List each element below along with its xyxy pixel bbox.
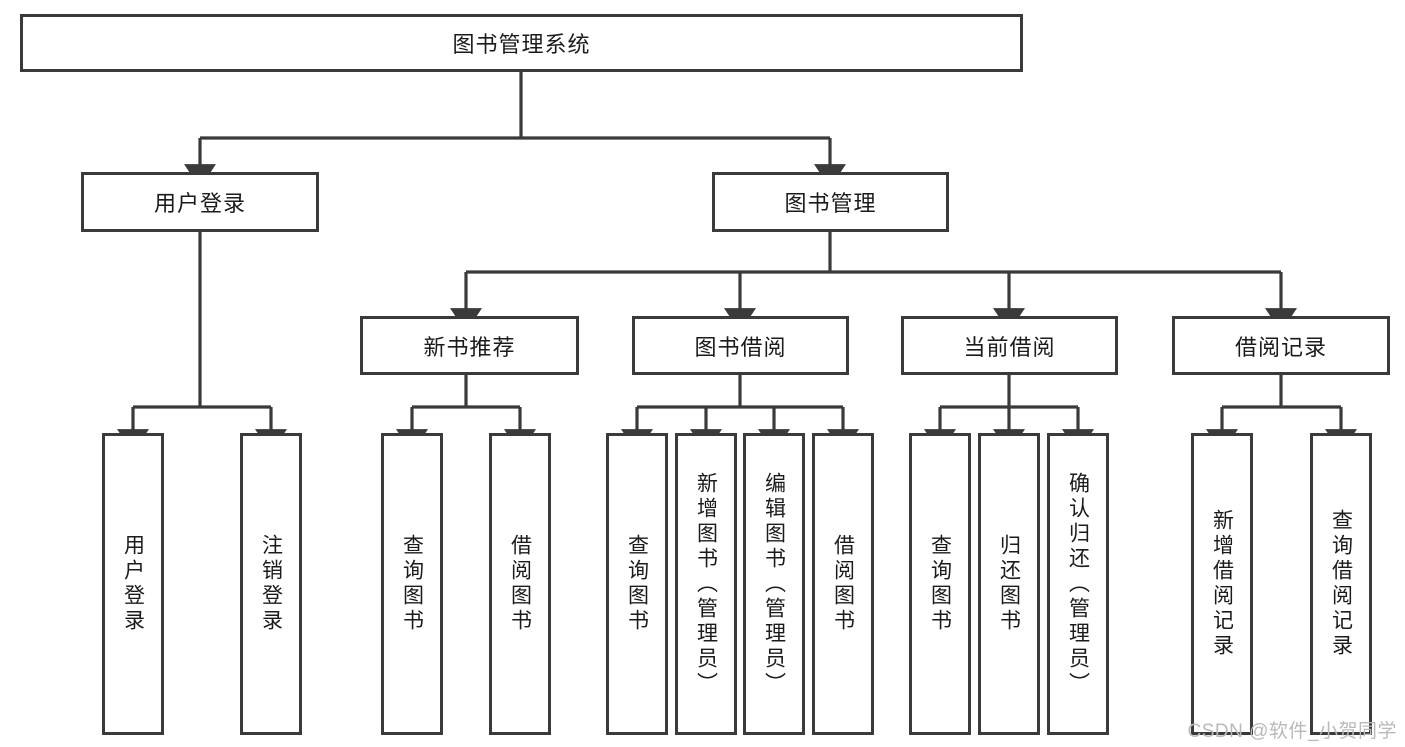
node-leaf-user-logout[interactable]: 注销登录 bbox=[240, 433, 302, 735]
node-current-borrow[interactable]: 当前借阅 bbox=[901, 316, 1118, 375]
node-leaf-borrow-book-1[interactable]: 借阅图书 bbox=[489, 433, 551, 735]
node-book-management-label: 图书管理 bbox=[784, 191, 877, 216]
node-root-label: 图书管理系统 bbox=[452, 32, 591, 57]
node-root[interactable]: 图书管理系统 bbox=[20, 14, 1023, 72]
node-user-login-label: 用户登录 bbox=[153, 191, 246, 216]
node-leaf-borrow-book-1-label: 借阅图书 bbox=[508, 534, 532, 634]
node-leaf-return-book[interactable]: 归还图书 bbox=[978, 433, 1040, 735]
node-book-borrow[interactable]: 图书借阅 bbox=[632, 316, 849, 375]
node-leaf-user-login-label: 用户登录 bbox=[121, 534, 145, 634]
node-leaf-query-book-1-label: 查询图书 bbox=[400, 534, 424, 634]
node-leaf-query-book-3[interactable]: 查询图书 bbox=[909, 433, 971, 735]
node-leaf-user-logout-label: 注销登录 bbox=[259, 534, 283, 634]
node-leaf-query-record-label: 查询借阅记录 bbox=[1329, 509, 1353, 659]
node-book-management[interactable]: 图书管理 bbox=[712, 172, 949, 232]
node-leaf-query-book-2-label: 查询图书 bbox=[625, 534, 649, 634]
node-leaf-edit-book[interactable]: 编辑图书（管理员） bbox=[743, 433, 805, 735]
node-leaf-confirm-return[interactable]: 确认归还（管理员） bbox=[1047, 433, 1109, 735]
node-leaf-query-book-1[interactable]: 查询图书 bbox=[381, 433, 443, 735]
node-leaf-borrow-book-2[interactable]: 借阅图书 bbox=[812, 433, 874, 735]
node-new-book-recommend-label: 新书推荐 bbox=[423, 334, 516, 360]
node-leaf-add-record-label: 新增借阅记录 bbox=[1210, 509, 1234, 659]
node-leaf-confirm-return-label: 确认归还（管理员） bbox=[1066, 471, 1090, 697]
node-leaf-user-login[interactable]: 用户登录 bbox=[102, 433, 164, 735]
node-user-login[interactable]: 用户登录 bbox=[81, 172, 319, 232]
node-leaf-edit-book-label: 编辑图书（管理员） bbox=[762, 471, 786, 697]
node-leaf-query-record[interactable]: 查询借阅记录 bbox=[1310, 433, 1372, 735]
node-current-borrow-label: 当前借阅 bbox=[963, 334, 1056, 360]
node-borrow-record-label: 借阅记录 bbox=[1234, 334, 1327, 360]
node-leaf-borrow-book-2-label: 借阅图书 bbox=[831, 534, 855, 634]
node-leaf-query-book-3-label: 查询图书 bbox=[928, 534, 952, 634]
node-leaf-return-book-label: 归还图书 bbox=[997, 534, 1021, 634]
node-new-book-recommend[interactable]: 新书推荐 bbox=[360, 316, 579, 375]
node-leaf-add-book[interactable]: 新增图书（管理员） bbox=[675, 433, 737, 735]
csdn-watermark: CSDN @软件_小贺同学 bbox=[1187, 721, 1397, 742]
node-leaf-query-book-2[interactable]: 查询图书 bbox=[606, 433, 668, 735]
node-leaf-add-record[interactable]: 新增借阅记录 bbox=[1191, 433, 1253, 735]
node-book-borrow-label: 图书借阅 bbox=[694, 334, 787, 360]
node-borrow-record[interactable]: 借阅记录 bbox=[1172, 316, 1390, 375]
node-leaf-add-book-label: 新增图书（管理员） bbox=[694, 471, 718, 697]
